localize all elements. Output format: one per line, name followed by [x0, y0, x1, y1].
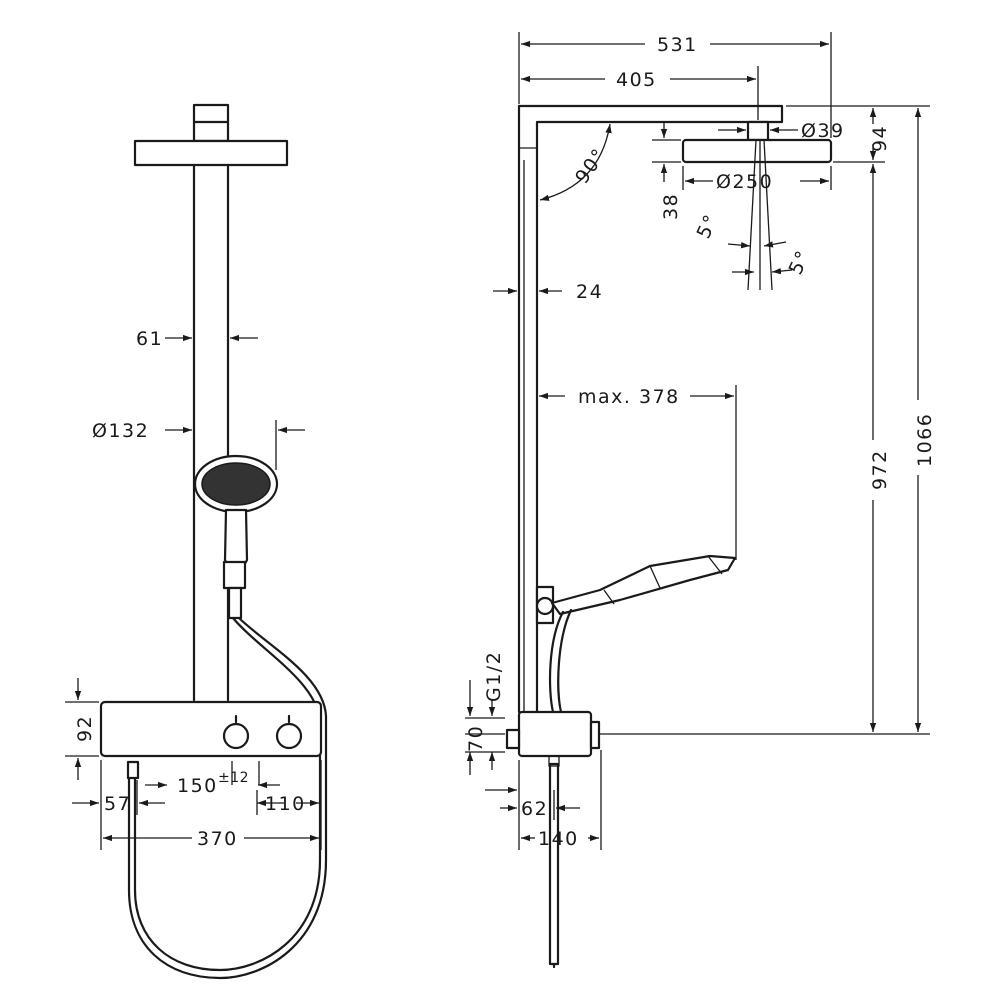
dim-head-diameter: Ø250 [716, 171, 773, 193]
dim-offset-left: 57 [104, 793, 131, 815]
head-swivel-joint [746, 120, 770, 142]
thermostat-mixer-front [99, 700, 323, 758]
temperature-knob-icon [222, 722, 250, 750]
dim-mixer-height: 92 [74, 715, 96, 742]
hose-front [133, 616, 322, 972]
dim-thread: G1/2 [483, 651, 505, 702]
thermostat-mixer-side [517, 710, 593, 758]
dim-pipe-width: 61 [136, 328, 163, 350]
dim-inlet-spacing: 150 [177, 775, 218, 797]
dim-inlet-height: 70 [465, 725, 487, 752]
front-view: 61 Ø132 92 57 150 ±12 110 370 [65, 103, 328, 980]
dim-head-thickness: 94 [869, 125, 891, 152]
overhead-shower-front [133, 139, 289, 167]
hand-shower-front [193, 454, 279, 620]
dim-rail-width: 24 [576, 281, 603, 303]
dim-inlet-tolerance: ±12 [218, 770, 249, 786]
flow-knob-icon [275, 722, 303, 750]
dim-arm-angle: 90° [571, 144, 611, 188]
dim-overall-height: 1066 [914, 413, 936, 467]
dim-mixer-depth-inner: 62 [521, 798, 548, 820]
dim-connector-diameter: Ø39 [801, 120, 845, 142]
dim-mixer-width: 370 [197, 828, 238, 850]
dim-head-gap: 38 [660, 193, 682, 220]
dim-arm-length: 405 [616, 69, 657, 91]
dim-handshower-diameter: Ø132 [92, 420, 149, 442]
hand-shower-side [550, 554, 737, 616]
side-view: 531 405 Ø39 94 1066 972 Ø250 [465, 32, 936, 969]
dim-outlet-height: 972 [869, 449, 891, 490]
dim-offset-right: 110 [265, 793, 306, 815]
overhead-shower-side [681, 138, 833, 164]
dim-tilt-angle-1: 5° [693, 211, 723, 243]
dim-tilt-angle-2: 5° [785, 247, 815, 279]
dim-mixer-depth: 140 [538, 828, 579, 850]
dim-total-depth: 531 [657, 34, 698, 56]
hose-side [548, 610, 565, 714]
dim-max-reach: max. 378 [578, 386, 680, 408]
